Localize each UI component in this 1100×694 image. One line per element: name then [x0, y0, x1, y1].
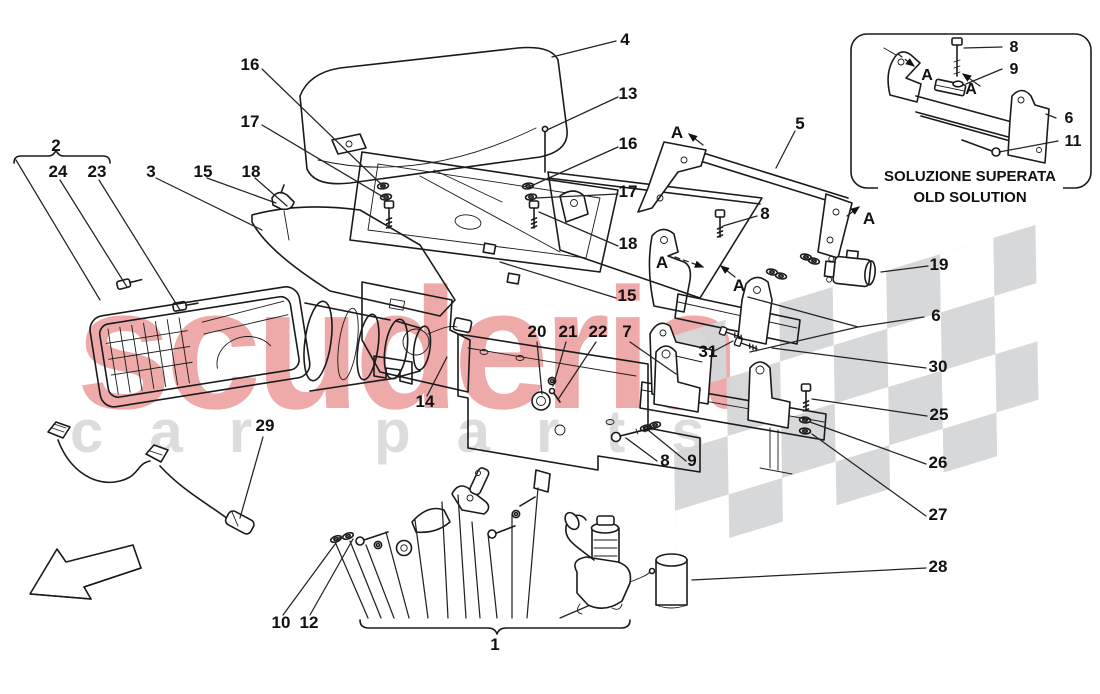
callout-17b: 17 [619, 182, 638, 201]
part-linkage-group [329, 467, 551, 557]
callout-20: 20 [528, 322, 547, 341]
view-letter-a4: A [733, 276, 745, 295]
callout-2: 2 [51, 136, 60, 155]
direction-arrow [29, 544, 142, 600]
view-letter-a1: A [671, 123, 683, 142]
callout-21: 21 [559, 322, 578, 341]
callout-10: 10 [272, 613, 291, 632]
callout-24: 24 [49, 162, 68, 181]
callout-29: 29 [256, 416, 275, 435]
inset-callout-8: 8 [1010, 39, 1019, 56]
part-body-panel [251, 184, 521, 317]
brace-group-1 [359, 619, 631, 635]
inset-old-bracket-art [883, 37, 1050, 164]
part-lower-crossmember [610, 322, 827, 475]
part-pump-unit [564, 511, 688, 615]
callout-26: 26 [929, 453, 948, 472]
callout-16b: 16 [619, 134, 638, 153]
part-cylinder [655, 553, 688, 609]
inset-view-letter-a1: A [921, 67, 933, 84]
part-crossbar [637, 141, 853, 266]
part-cover-lid [299, 46, 568, 185]
callout-28: 28 [929, 557, 948, 576]
callout-23: 23 [88, 162, 107, 181]
callout-14: 14 [416, 392, 435, 411]
old-solution-inset: 8 9 6 11 A A SOLUZIONE SUPERATA OLD SOLU… [850, 33, 1092, 206]
brace-group-2 [13, 149, 111, 164]
callout-13: 13 [619, 84, 638, 103]
callout-22: 22 [589, 322, 608, 341]
part-wiring-harness [47, 421, 255, 535]
view-letter-a3: A [656, 253, 668, 272]
part-lower-bracket-panel [361, 281, 471, 393]
watermark-scuderia: scuderia [76, 253, 743, 445]
callout-9: 9 [687, 451, 696, 470]
callout-8b: 8 [660, 451, 669, 470]
part-chassis-bracket [373, 333, 701, 473]
callout-3: 3 [146, 162, 155, 181]
callout-1: 1 [490, 635, 499, 654]
inset-caption-backplate [878, 166, 1063, 206]
callout-5: 5 [795, 114, 804, 133]
part-mounting-frame [331, 125, 619, 273]
watermark: scuderia car parts [70, 253, 749, 465]
callout-6: 6 [931, 306, 940, 325]
inset-caption-english: OLD SOLUTION [913, 189, 1026, 206]
part-headlight [89, 278, 473, 408]
callout-labels: 4 16 13 17 16 2 5 24 23 3 15 18 17 8 18 … [49, 30, 949, 654]
view-letter-a2: A [863, 209, 875, 228]
callout-4: 4 [620, 30, 630, 49]
leader-lines [13, 40, 929, 635]
callout-8: 8 [760, 204, 769, 223]
callout-27: 27 [929, 505, 948, 524]
callout-16: 16 [241, 55, 260, 74]
callout-18: 18 [242, 162, 261, 181]
part-pivot-bracket-assembly [648, 228, 876, 354]
callout-18b: 18 [619, 234, 638, 253]
inset-callout-9: 9 [1010, 61, 1019, 78]
callout-12: 12 [300, 613, 319, 632]
callout-17: 17 [241, 112, 260, 131]
inset-callout-11: 11 [1065, 133, 1082, 150]
inset-callout-6: 6 [1065, 110, 1074, 127]
callout-7: 7 [622, 322, 631, 341]
callout-31: 31 [699, 342, 718, 361]
inset-view-letter-a2: A [965, 81, 977, 98]
callout-25: 25 [930, 405, 949, 424]
callout-15: 15 [194, 162, 213, 181]
inset-caption-italian: SOLUZIONE SUPERATA [884, 168, 1056, 185]
checker-flag-background [672, 224, 1040, 555]
callout-15b: 15 [618, 286, 637, 305]
callout-30: 30 [929, 357, 948, 376]
callout-19: 19 [930, 255, 949, 274]
parts-artwork [29, 46, 876, 615]
